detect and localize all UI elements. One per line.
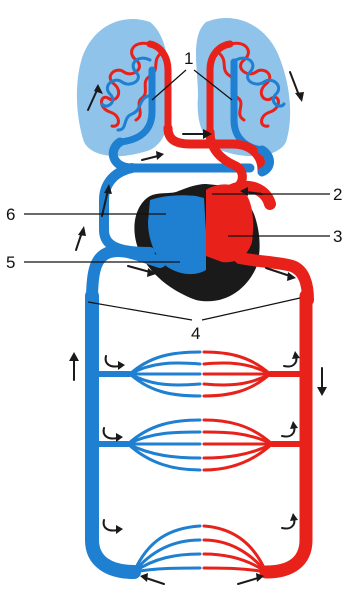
flow-arrow-bottom-left	[140, 573, 164, 584]
leader-line-4a	[88, 302, 192, 320]
flow-arrow-vena-cava-lower	[76, 226, 86, 250]
leader-line-4b	[202, 298, 300, 320]
label-4: 4	[191, 324, 200, 343]
flow-hook-bed1-left	[106, 356, 125, 370]
flow-hook-bed1-right	[284, 351, 300, 367]
label-2: 2	[333, 185, 342, 204]
label-3: 3	[333, 227, 342, 246]
capillary-bed-middle	[92, 420, 306, 470]
flow-hook-bed3-left	[104, 520, 123, 534]
label-1: 1	[184, 49, 193, 68]
flow-arrow-pulmonary-vein	[142, 151, 164, 160]
flow-arrow-vein-up	[69, 352, 79, 380]
capillary-bed-upper	[92, 352, 306, 396]
flow-hook-bed2-right	[282, 421, 298, 437]
flow-hook-bed3-right	[282, 513, 298, 529]
heart-left-chambers	[206, 184, 253, 262]
label-6: 6	[6, 205, 15, 224]
heart	[134, 184, 259, 301]
left-lung	[77, 19, 170, 156]
label-5: 5	[6, 253, 15, 272]
flow-hook-bed2-left	[104, 428, 123, 442]
capillary-bed-lower	[120, 526, 280, 572]
systemic-arteries	[266, 296, 306, 572]
flow-arrow-artery-down	[317, 368, 327, 396]
flow-arrow-lung-right	[290, 72, 304, 102]
flow-arrow-bottom-right	[238, 573, 264, 584]
